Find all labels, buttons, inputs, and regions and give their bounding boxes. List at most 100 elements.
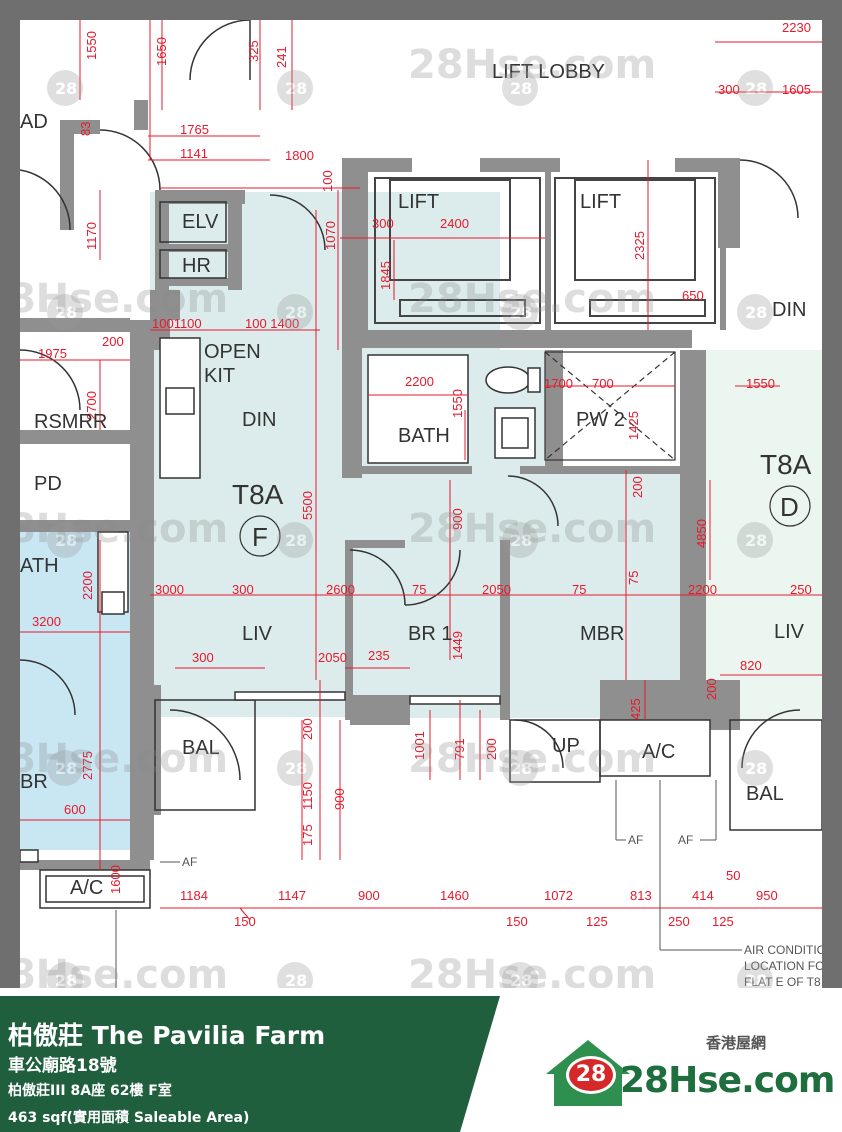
room-hr: HR <box>182 255 211 277</box>
dim-1700: 700 <box>592 376 614 391</box>
af-label-2: AF <box>678 833 693 847</box>
dim-2700: 2700 <box>84 391 99 420</box>
watermark-1: 28Hse.com <box>408 42 656 88</box>
wm-badge-5: 28 <box>55 303 77 322</box>
room-lift-lobby: LIFT LOBBY <box>492 61 605 83</box>
room-ad: AD <box>20 111 48 133</box>
room-bal-f: BAL <box>182 737 220 759</box>
brand-name[interactable]: 28Hse.com <box>620 1060 835 1101</box>
air-cond-note-1: AIR CONDITIC <box>744 943 822 957</box>
wm-badge-20: 28 <box>745 971 767 988</box>
dim-3200: 250 <box>790 582 812 597</box>
room-ac-mid: A/C <box>642 741 675 763</box>
dim-900-v: 900 <box>450 508 465 530</box>
wm-badge-1: 28 <box>55 79 77 98</box>
saleable-area: 463 sqf(實用面積 Saleable Area) <box>8 1110 250 1126</box>
wm-badge-18: 28 <box>285 971 307 988</box>
room-bal-d: BAL <box>746 783 784 805</box>
dim-200-a: 200 <box>102 334 124 349</box>
unit-markers: T8A F T8A D <box>232 449 812 557</box>
wm-badge-7: 28 <box>510 303 532 322</box>
wm-badge-11: 28 <box>510 531 532 550</box>
dim-1070: 1070 <box>323 221 338 250</box>
dim-820: 235 <box>368 648 390 663</box>
dim-2200-left: 3200 <box>32 614 61 629</box>
dim-1845: 1845 <box>378 261 393 290</box>
unit-f-fill-right <box>500 468 690 698</box>
dim-1001: 1001 <box>412 731 427 760</box>
wm-badge-6: 28 <box>285 303 307 322</box>
wm-badge-13: 28 <box>55 759 77 778</box>
air-cond-note-2: LOCATION FC <box>744 959 822 973</box>
room-liv-f: LIV <box>242 623 273 645</box>
dim-bottom-1147: 1147 <box>278 888 306 903</box>
watermark-badges: 28 28 28 28 28 28 28 28 28 28 28 28 28 2… <box>47 70 773 988</box>
floor-plan-drawing: 2230 300 1605 1765 1141 1800 2400 300 65… <box>20 20 822 988</box>
room-rsmrr: RSMRR <box>34 411 107 433</box>
unit-d-letter: D <box>780 492 799 522</box>
room-pd: PD <box>34 473 62 495</box>
wm-badge-12: 28 <box>745 531 767 550</box>
dim-175: 1600 <box>108 865 123 894</box>
dim-75-b: 2050 <box>482 582 511 597</box>
dim-235: 2050 <box>318 650 347 665</box>
dim-bottom-1460: 1460 <box>440 888 469 903</box>
af-label-1: AF <box>628 833 643 847</box>
unit-d-code: T8A <box>760 449 812 480</box>
dim-2325: 2325 <box>632 231 647 260</box>
dim-bottom-1072: 1072 <box>544 888 573 903</box>
bottom-dimension-labels: 1184 1147 900 1460 1072 813 414 950 50 1… <box>180 868 778 929</box>
af-label-3: AF <box>182 855 197 869</box>
dim-1550-bath: 1550 <box>450 389 465 418</box>
door-swings <box>20 20 801 781</box>
pw-box <box>544 351 676 461</box>
dim-2600: 300 <box>232 582 254 597</box>
dim-2200-bath: 2200 <box>405 374 434 389</box>
balconies <box>39 699 822 909</box>
af-annotations: AF AF AF AIR CONDITIC LOCATION FC FLAT E… <box>115 780 822 988</box>
walls <box>20 100 740 870</box>
dim-1170: 1170 <box>84 222 99 250</box>
wm-badge-8: 28 <box>745 303 767 322</box>
dim-2230: 2230 <box>782 20 811 35</box>
room-bath: BATH <box>398 425 450 447</box>
brand-tagline: 香港屋網 <box>706 1034 767 1052</box>
watermark-4: 28Hse.com <box>408 736 656 782</box>
dim-5500: 5500 <box>300 491 315 520</box>
watermark-6: 28Hse.com <box>20 276 228 322</box>
dim-1650: 241 <box>274 46 289 68</box>
room-mbr: MBR <box>580 623 624 645</box>
dim-1605: 1605 <box>782 82 811 97</box>
dim-1150: 1150 <box>300 782 315 810</box>
room-ath: ATH <box>20 555 59 577</box>
dim-4850: 4850 <box>694 519 709 548</box>
dim-100-v: 100 <box>320 170 335 192</box>
brand-badge-icon: 28 <box>566 1056 616 1094</box>
dim-300-lift: 300 <box>372 216 394 231</box>
room-br1: BR 1 <box>408 623 452 645</box>
wm-badge-17: 28 <box>55 971 77 988</box>
wm-badge-4: 28 <box>745 79 767 98</box>
room-kit: KIT <box>204 365 235 387</box>
dim-bottom-900: 900 <box>358 888 380 903</box>
wm-badge-3: 28 <box>510 79 532 98</box>
unit-f-letter: F <box>252 522 268 552</box>
floor-plan: 2230 300 1605 1765 1141 1800 2400 300 65… <box>20 20 822 988</box>
dim-bottom-125-b: 125 <box>712 914 734 929</box>
dim-bottom-150-a: 150 <box>234 914 256 929</box>
dim-200-up: 200 <box>484 738 499 760</box>
dimension-labels-vertical: 1070 100 1170 1845 2325 2700 1550 1425 2… <box>78 31 719 894</box>
room-lift-1: LIFT <box>398 191 439 213</box>
watermark-5: 28Hse.com <box>408 952 656 988</box>
dim-1001100: 1001100 <box>152 316 202 331</box>
bath-fixtures <box>97 337 541 615</box>
unit-d-fill <box>690 350 822 720</box>
dim-1449: 300 <box>192 650 214 665</box>
dim-1550-left: 2200 <box>80 571 95 600</box>
dim-bottom-813: 813 <box>630 888 652 903</box>
dim-425: 425 <box>628 698 643 720</box>
dim-1550-top: 325 <box>246 40 261 62</box>
air-cond-note-3: FLAT E OF T8 <box>744 975 821 988</box>
dim-bottom-1184: 1184 <box>180 888 208 903</box>
dim-325: 83 <box>78 122 93 136</box>
